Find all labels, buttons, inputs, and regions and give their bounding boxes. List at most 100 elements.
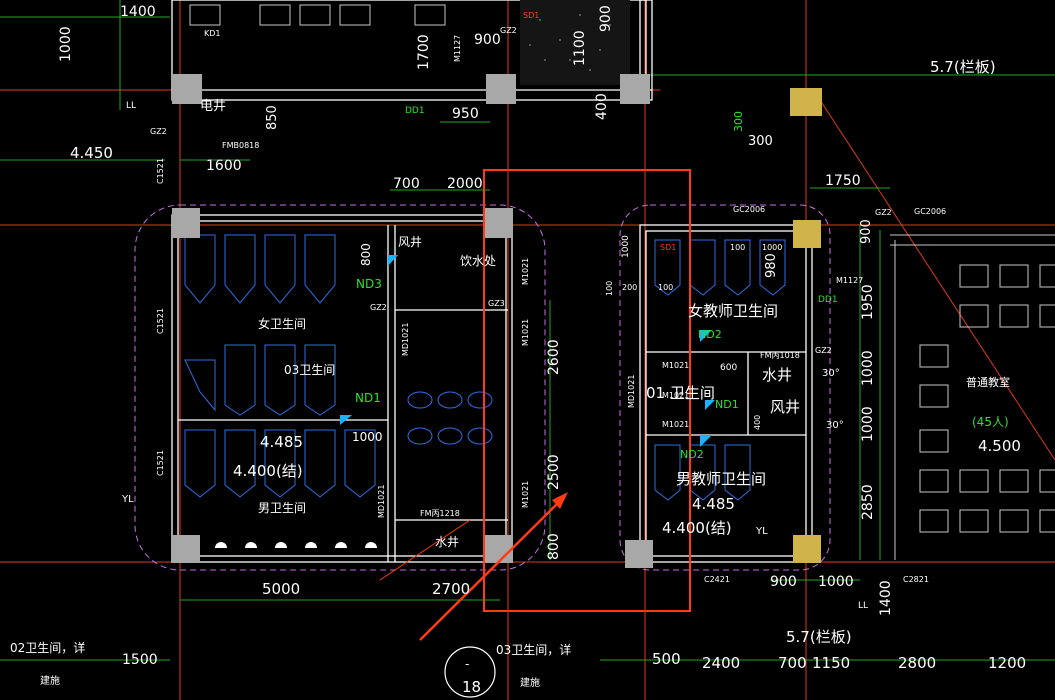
dim-1400-top: 1400 [120,4,156,20]
label-nd2-a: ND2 [698,328,722,341]
label-c2421: C2421 [704,575,730,584]
dim-980: 980 [764,253,779,278]
label-wc01: 01 卫生间 [646,384,715,402]
dim-700-bottom: 700 [778,654,807,672]
label-nd3: ND3 [356,277,382,291]
label-md1021-c: MD1021 [627,375,636,408]
label-m1021-f: M1021 [662,420,689,429]
elev-4485-b: 4.485 [692,495,735,513]
elev-4400-b: 4.400(结) [662,519,732,537]
label-c1521-a: C1521 [156,158,165,184]
dim-5000: 5000 [262,580,300,598]
label-md1021-a: MD1021 [401,323,410,356]
dim-700-top: 700 [393,176,420,192]
label-female-wc: 女卫生间 [258,316,306,331]
label-1000-a: 1000 [762,243,782,252]
dim-900-right: 900 [859,219,874,244]
columns [172,74,822,568]
elev-4500: 4.500 [978,437,1021,455]
label-400: 400 [753,415,762,430]
dim-1500: 1500 [122,652,158,668]
dim-1700: 1700 [416,34,432,70]
label-gz2-b: GZ2 [875,208,892,217]
label-gc2006-a: GC2006 [733,205,765,214]
label-fmb1218: FM丙1218 [420,509,460,518]
urinals [215,542,377,548]
dim-1000-left: 1000 [58,26,74,62]
label-m1021-e: M1021 [662,391,689,400]
railing-bottom: 5.7(栏板) [786,628,852,646]
label-wind-shaft-a: 风井 [398,235,422,249]
roof-outline [134,204,831,571]
label-m1021-b: M1021 [521,319,530,346]
walls [171,0,813,563]
label-100-b: 100 [605,281,614,296]
label-nd1-a: ND1 [355,391,381,405]
axis-18: 18 [462,678,481,696]
dim-300-b: 300 [748,134,773,149]
label-ll-top: LL [126,101,136,111]
axis-bubble-18 [444,646,496,698]
dim-1150: 1150 [812,654,850,672]
dim-1000-bottom: 1000 [818,574,854,590]
dim-1000-mid: 1000 [352,430,383,444]
label-water-shaft-b: 水井 [762,366,792,384]
classroom-name: 普通教室 [966,375,1010,389]
label-m1021-a: M1021 [521,258,530,285]
dim-800-lower: 800 [546,533,562,560]
dim-2500: 2500 [546,454,562,490]
label-100-c: 100 [658,283,673,292]
note-build-a: 建施 [40,674,60,687]
label-c1521-b: C1521 [156,308,165,334]
label-yl-a: YL [121,494,134,505]
label-gz3: GZ3 [488,299,505,308]
dim-1400-right: 1400 [878,580,894,616]
dim-800-upper: 800 [359,243,373,266]
label-male-teacher-wc: 男教师卫生间 [676,470,766,488]
dim-2800: 2800 [898,654,936,672]
label-ang30-b: 30° [826,420,844,431]
dim-900-vert: 900 [598,5,614,32]
label-drinking: 饮水处 [460,254,496,268]
note-03: 03卫生间，详 [496,642,571,657]
label-gz2-d: GZ2 [815,346,832,355]
dim-2400: 2400 [702,654,740,672]
dim-950: 950 [452,106,479,122]
axis-dash: - [465,657,469,671]
label-yl-b: YL [755,526,768,537]
label-sd1-top: SD1 [523,11,539,20]
label-fmb0818: FMB0818 [222,141,259,150]
label-m1127-top: M1127 [453,35,462,62]
label-dd1-a: DD1 [405,106,425,116]
label-female-teacher-wc: 女教师卫生间 [688,302,778,320]
dim-1000-r2: 1000 [860,350,876,386]
dim-850: 850 [265,105,280,130]
label-ll-b: LL [858,601,868,611]
label-fmb1018: FM丙1018 [760,351,800,360]
label-m1021-c: M1021 [521,481,530,508]
railing-top: 5.7(栏板) [930,58,996,76]
label-wc03: 03卫生间 [284,363,335,377]
note-build-b: 建施 [520,676,540,689]
dim-1600: 1600 [206,158,242,174]
dim-1950: 1950 [860,284,876,320]
elev-4400-a: 4.400(结) [233,462,303,480]
dim-900-bottom: 900 [770,574,797,590]
dim-400: 400 [594,93,610,120]
dim-900-top: 900 [474,32,501,48]
label-male-wc: 男卫生间 [258,501,306,515]
label-m1127-right: M1127 [836,276,863,285]
elev-4485-a: 4.485 [260,433,303,451]
text-labels: 1400 1000 KD1 LL GZ2 电井 850 FMB0818 4.45… [10,4,1026,696]
label-ang30-a: 30° [822,368,840,379]
dim-1000-r3: 1000 [860,406,876,442]
stalls-female [184,234,786,501]
section-markers [340,255,715,447]
label-200: 200 [622,283,637,292]
label-c2821: C2821 [903,575,929,584]
label-nd1-b: ND1 [715,398,739,411]
dim-500: 500 [652,650,681,668]
elev-4450: 4.450 [70,144,113,162]
